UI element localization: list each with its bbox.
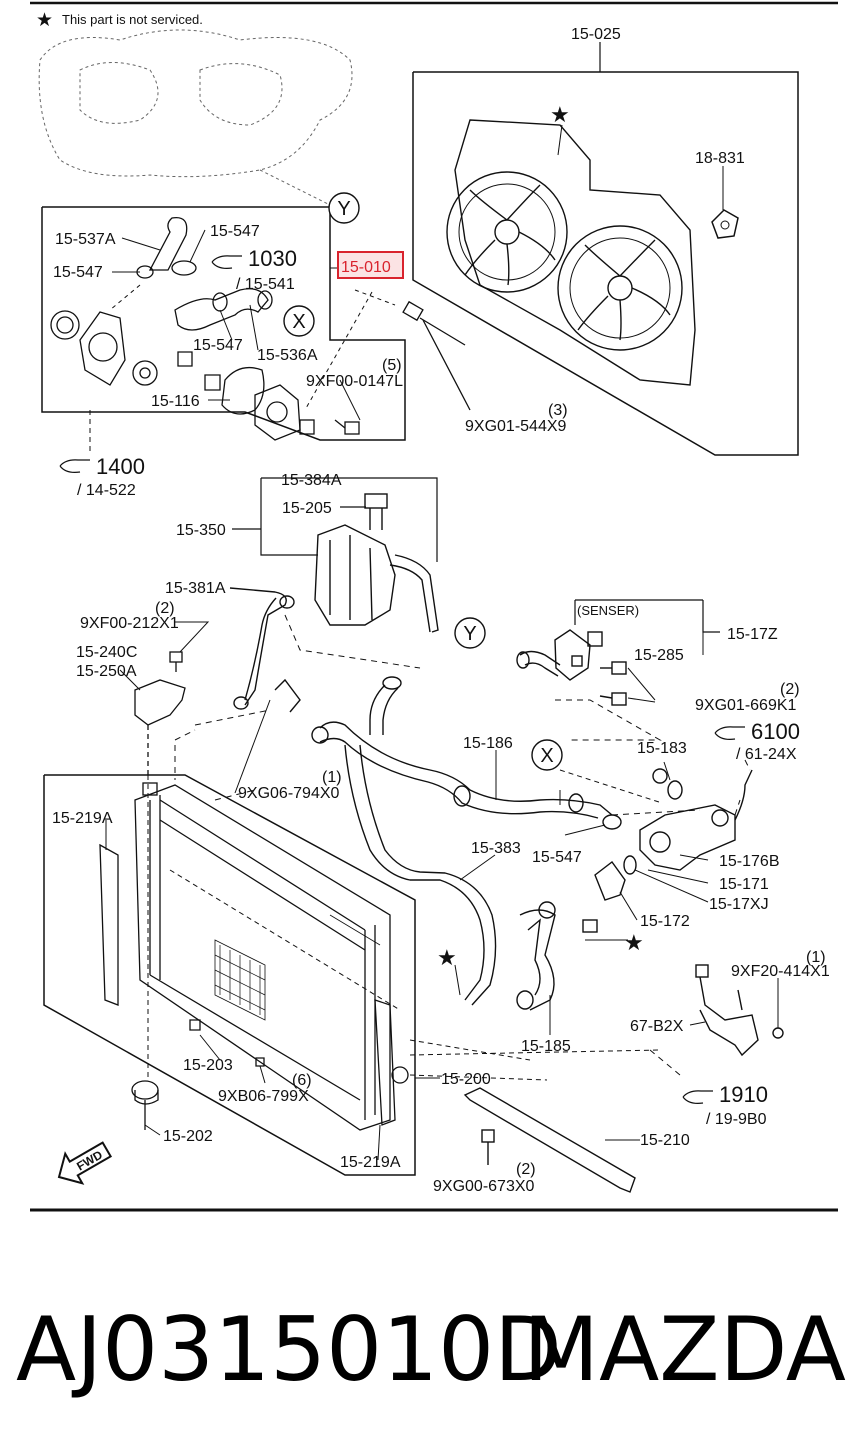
callout-1400: 1400 — [96, 454, 145, 479]
marker-x-mid: X — [531, 739, 563, 771]
callout-qty-1: (1) — [806, 949, 826, 966]
hand-pointer-icon — [59, 255, 745, 1104]
callout-senser: (SENSER) — [577, 603, 639, 618]
fan-shroud-box — [412, 42, 799, 456]
radiator-box — [43, 774, 416, 1176]
callout-15-205: 15-205 — [282, 500, 332, 517]
marker-x-top: X — [283, 305, 315, 337]
callout-15-183: 15-183 — [637, 740, 687, 757]
callout-18-831: 18-831 — [695, 150, 745, 167]
nut-part — [711, 209, 739, 239]
callout-qty-3: (3) — [548, 402, 568, 419]
part-number: AJ0315010D — [16, 1298, 562, 1401]
radiator-core — [99, 782, 409, 1131]
bracket-part — [134, 651, 186, 775]
callout-15-025: 15-025 — [571, 26, 621, 43]
callout-15-536A: 15-536A — [257, 347, 318, 364]
callout-qty-2: (2) — [155, 600, 175, 617]
marker-y-top: Y — [328, 192, 360, 224]
callout-15-219A: 15-219A — [52, 810, 113, 827]
callout-67-B2X: 67-B2X — [630, 1018, 684, 1035]
callout-qty-2: (2) — [516, 1161, 536, 1178]
callout-15-547: 15-547 — [210, 223, 260, 240]
star-icon: ★ — [550, 102, 570, 127]
callout-15-381A: 15-381A — [165, 580, 226, 597]
callout-9XG06-794X0: 9XG06-794X0 — [238, 785, 340, 802]
callout-15-202: 15-202 — [163, 1128, 213, 1145]
callout-15-116: 15-116 — [151, 393, 200, 410]
callout-19-9B0: / 19-9B0 — [706, 1111, 767, 1128]
thermostat-housing — [582, 768, 753, 933]
engine-outline — [38, 29, 353, 206]
coolant-reservoir — [314, 493, 439, 633]
star-icon: ★ — [437, 945, 457, 970]
callout-15-172: 15-172 — [640, 913, 690, 930]
callout-9XG01-544X9: 9XG01-544X9 — [465, 418, 567, 435]
callout-15-250A: 15-250A — [76, 663, 137, 680]
callout-15-541: / 15-541 — [236, 276, 295, 293]
callout-15-240C: 15-240C — [76, 644, 137, 661]
star-icon: ★ — [36, 10, 53, 31]
not-serviced-note: This part is not serviced. — [62, 12, 203, 27]
callout-15-285: 15-285 — [634, 647, 684, 664]
svg-text:X: X — [292, 311, 305, 333]
svg-text:X: X — [540, 745, 553, 767]
callout-15-350: 15-350 — [176, 522, 226, 539]
callout-15-383: 15-383 — [471, 840, 521, 857]
callout-15-17Z: 15-17Z — [727, 626, 778, 643]
water-outlet-housing — [554, 629, 627, 706]
make-name: MAZDA — [523, 1298, 846, 1401]
callout-qty-1: (1) — [322, 769, 342, 786]
callout-qty-6: (6) — [292, 1072, 312, 1089]
callout-15-547: 15-547 — [53, 264, 103, 281]
lower-member — [463, 1087, 636, 1193]
callout-qty-2: (2) — [780, 681, 800, 698]
thermostat-hoses — [50, 216, 360, 441]
callout-9XG00-673X0: 9XG00-673X0 — [433, 1178, 535, 1195]
dashed-connectors — [174, 614, 751, 1076]
callout-15-186: 15-186 — [463, 735, 513, 752]
callout-15-171: 15-171 — [719, 876, 769, 893]
callout-14-522: / 14-522 — [77, 482, 136, 499]
callout-15-547: 15-547 — [193, 337, 243, 354]
svg-text:Y: Y — [463, 623, 476, 645]
highlight-box — [337, 251, 404, 279]
callout-15-537A: 15-537A — [55, 231, 116, 248]
callout-61-24X: / 61-24X — [736, 746, 797, 763]
callout-15-176B: 15-176B — [719, 853, 780, 870]
callout-15-17XJ: 15-17XJ — [709, 896, 769, 913]
callout-9XF00-0147L: 9XF00-0147L — [306, 373, 403, 390]
callout-9XF20-414X1: 9XF20-414X1 — [731, 963, 830, 980]
callout-15-384A: 15-384A — [281, 472, 342, 489]
mounting-bracket — [695, 964, 784, 1057]
marker-y-mid: Y — [454, 617, 486, 649]
thermostat-group-box — [41, 206, 406, 441]
callout-15-203: 15-203 — [183, 1057, 233, 1074]
star-icon: ★ — [624, 930, 644, 955]
callout-15-010-highlighted: 15-010 — [341, 259, 391, 276]
radiator-hoses — [311, 650, 622, 1011]
callout-15-547: 15-547 — [532, 849, 582, 866]
callout-15-219A: 15-219A — [340, 1154, 401, 1171]
overflow-hose — [229, 587, 301, 713]
callout-15-210: 15-210 — [640, 1132, 690, 1149]
callout-1030: 1030 — [248, 246, 297, 271]
callout-9XG01-669K1: 9XG01-669K1 — [695, 697, 797, 714]
callout-6100: 6100 — [751, 719, 800, 744]
footer-caption: AJ0315010D MAZDA — [0, 1290, 864, 1410]
svg-text:Y: Y — [337, 198, 350, 220]
bolt-part — [402, 300, 471, 411]
fan-shroud-assembly — [446, 119, 696, 386]
callout-1910: 1910 — [719, 1082, 768, 1107]
callout-qty-5: (5) — [382, 357, 402, 374]
callout-15-185: 15-185 — [521, 1038, 571, 1055]
callout-9XB06-799X: 9XB06-799X — [218, 1088, 309, 1105]
callout-9XF00-212X1: 9XF00-212X1 — [80, 615, 179, 632]
leader-lines — [105, 229, 709, 1161]
forward-arrow-icon: FWD — [57, 1141, 113, 1185]
callout-15-200: 15-200 — [441, 1071, 491, 1088]
